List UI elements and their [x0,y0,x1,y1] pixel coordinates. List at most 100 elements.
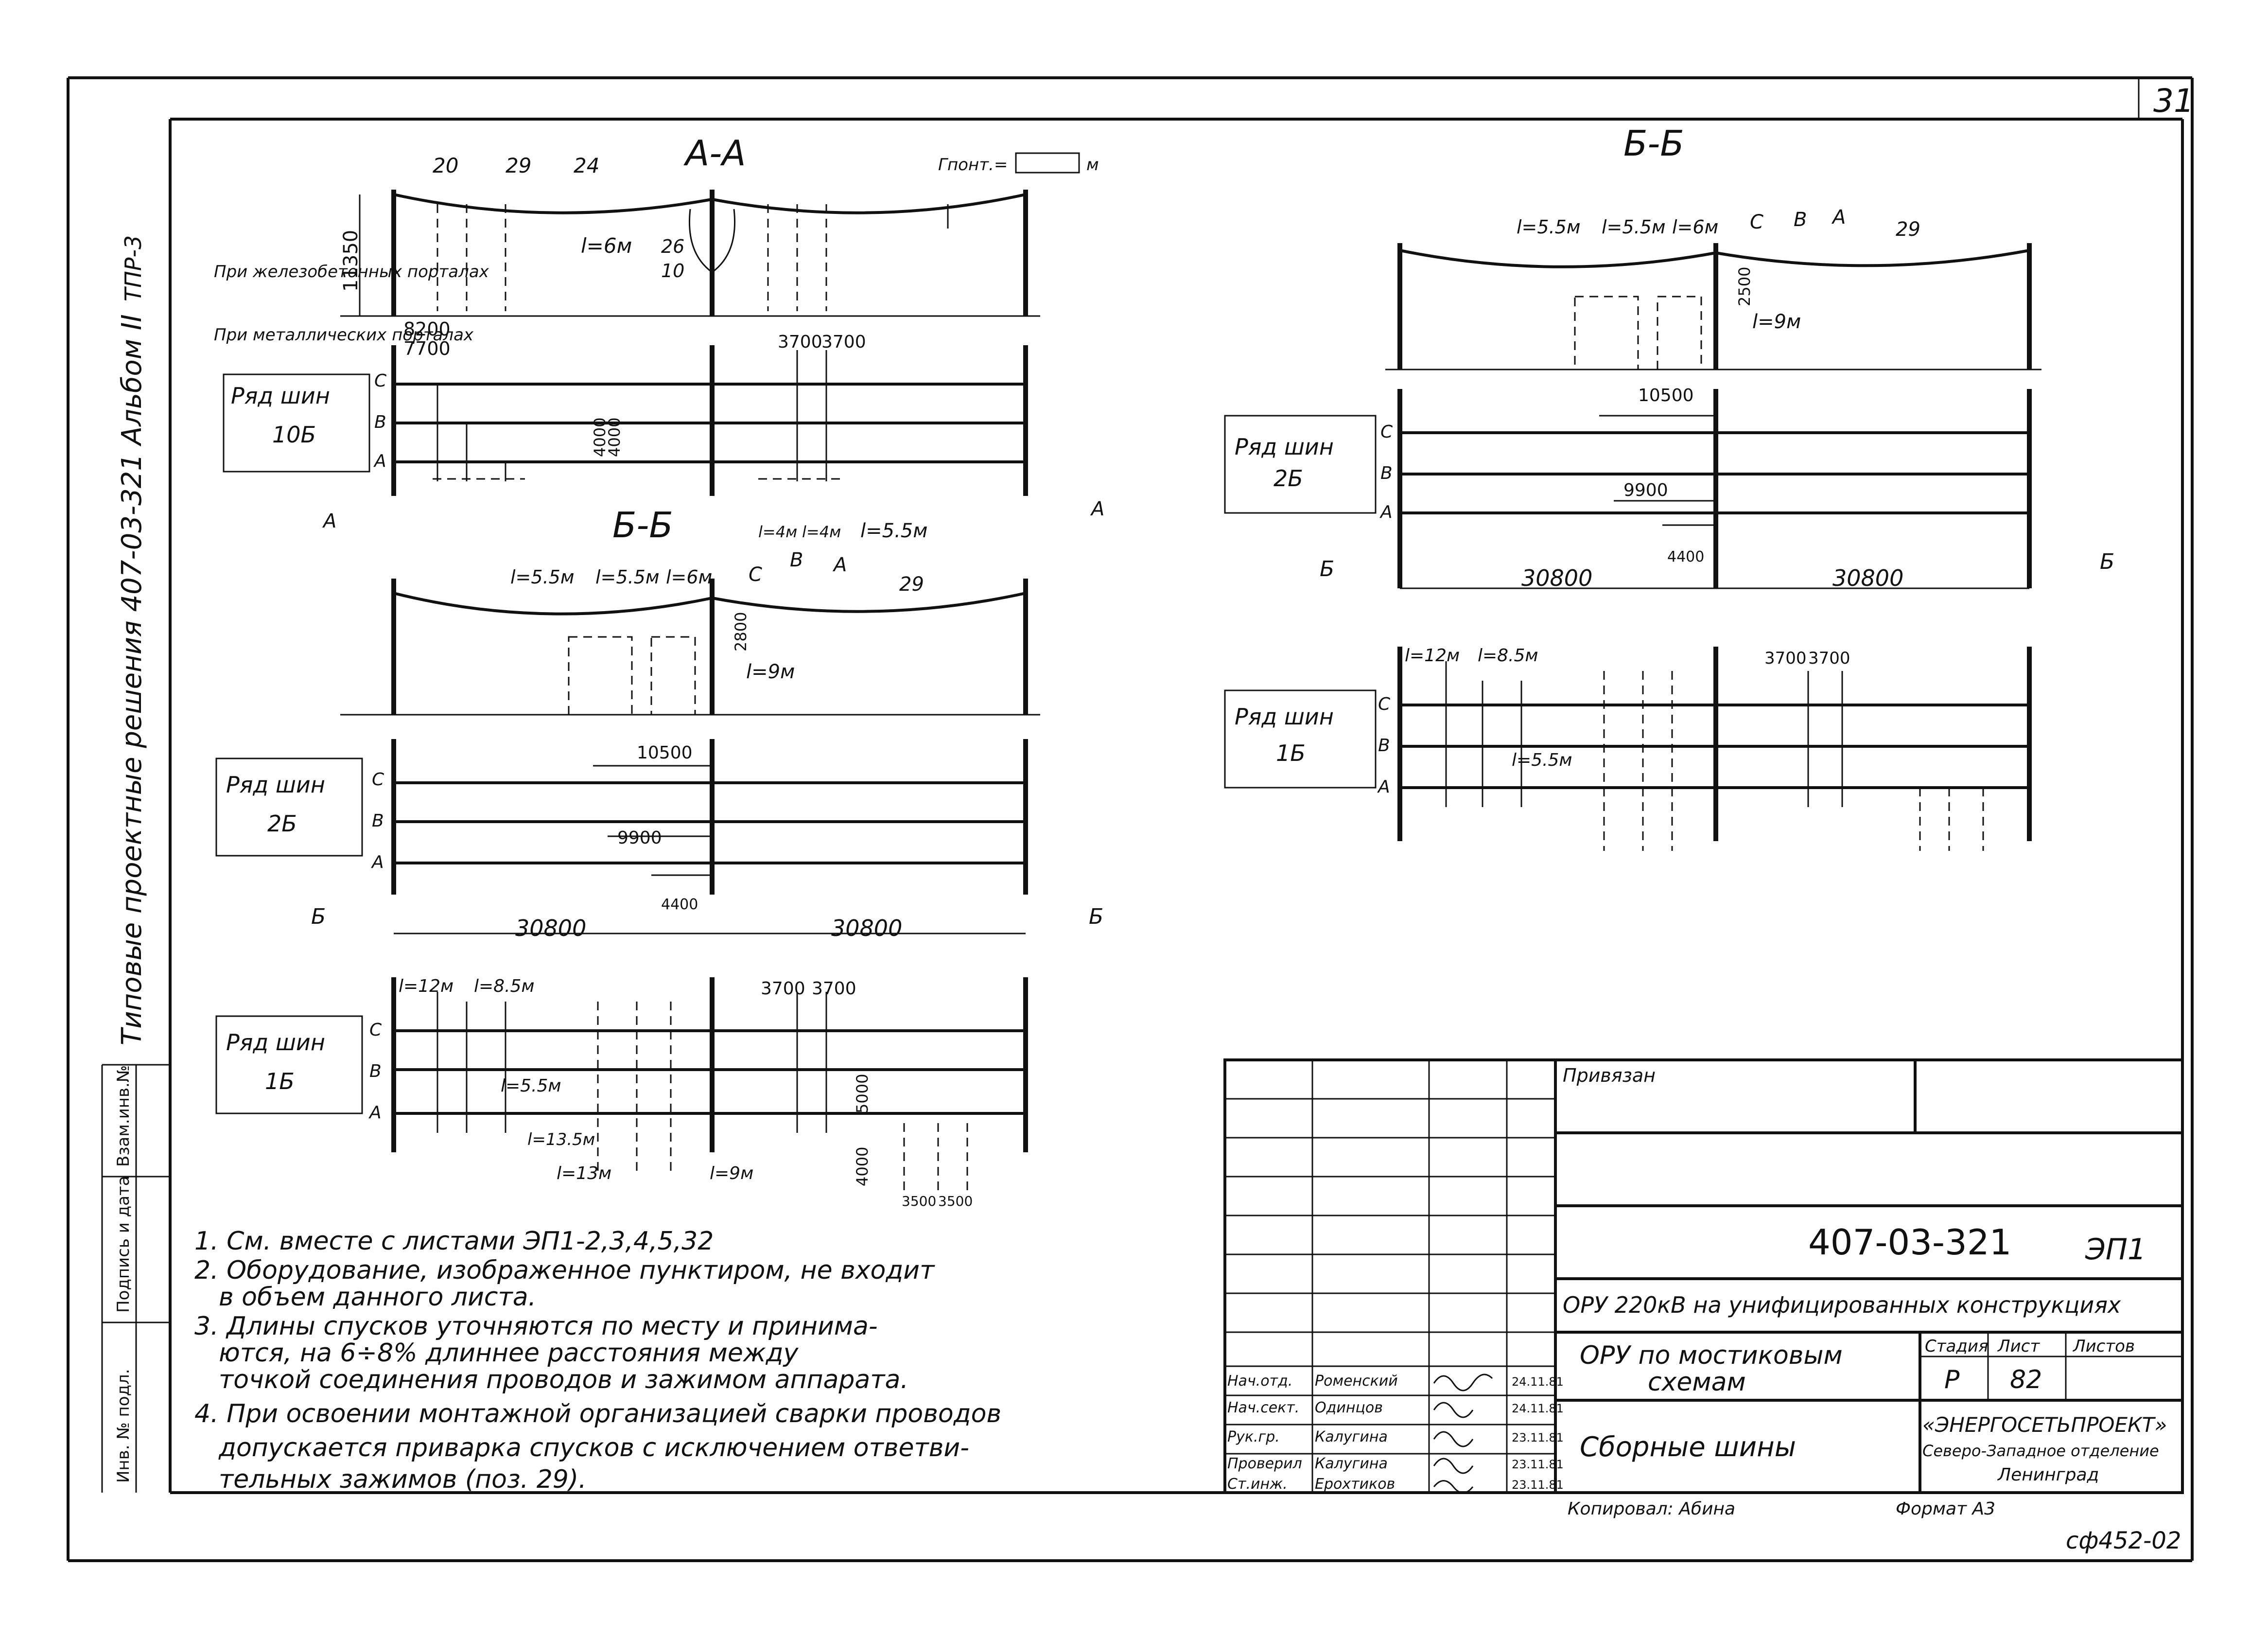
row2b-left-title-box [215,757,363,857]
row2b-left-title-2: 2Б [267,810,297,837]
row10b-length-1: l=4м [758,523,797,541]
tb-drawing: Сборные шины [1580,1431,1796,1463]
row2b-right-title-1: Ряд шин [1235,434,1334,460]
bb-right-label-b: В [1794,209,1807,231]
tb-name-2: Одинцов [1315,1399,1383,1416]
aa-span-label: l=6м [581,234,632,258]
row1b-right-title-box [1224,689,1377,789]
tb-sheet: 82 [2010,1365,2042,1394]
bb-right-label-c: С [1750,211,1763,233]
aa-note-rc: При железобетонных порталах [214,262,489,282]
aa-ground-box [1015,152,1080,174]
row10b-section-mark-left: А [322,510,336,532]
row2b-left-title-1: Ряд шин [226,772,325,798]
row1b-left-length-1: l=12м [399,976,454,996]
row2b-left-dim-span-1: 30800 [515,915,586,941]
row10b-side-dim-1: 4000 [591,418,609,457]
aa-ground-unit: м [1086,155,1099,175]
tb-org-3: Ленинград [1997,1465,2099,1485]
row1b-right-phase-c: С [1378,694,1391,714]
bb-left-lower: l=9м [746,661,795,683]
aa-title: А-А [683,133,746,174]
tb-org-1: «ЭНЕРГОСЕТЬПРОЕКТ» [1922,1413,2167,1437]
bb-left-label-b: В [790,549,803,571]
row10b-title-1: Ряд шин [231,383,330,409]
note-line-6: точкой соединения проводов и зажимом апп… [219,1365,908,1394]
aa-pos-10: 10 [661,260,684,282]
row2b-left-section-left: Б [311,904,326,929]
sheet-frame [67,76,2194,1562]
bb-right-label-2: l=5.5м [1602,216,1666,238]
bb-right-label-3: l=6м [1672,216,1718,238]
bb-left-label-29: 29 [899,573,924,596]
aa-dim-rc: 8200 [403,318,451,340]
row2b-right-title-2: 2Б [1274,465,1303,492]
tb-sheets-hdr: Листов [2072,1337,2135,1356]
row1b-left-title-2: 1Б [265,1068,295,1094]
row10b-length-2: l=4м [802,523,841,541]
row1b-left-phase-c: С [369,1020,382,1040]
row10b-side-dim-2: 4000 [605,418,624,457]
row2b-left-dim-4400: 4400 [661,896,698,913]
side-stamp-inv: Инв. № подл. [114,1369,133,1483]
row2b-right-drawing [1397,389,2032,589]
row1b-right-title-2: 1Б [1276,740,1306,766]
bb-left-label-3: l=6м [666,566,712,588]
side-stamp-replace: Взам.инв.№ [114,1065,133,1167]
tb-date-4: 23.11.81 [1512,1458,1564,1471]
tb-name-1: Роменский [1315,1373,1398,1390]
bb-left-title: Б-Б [612,505,673,546]
row10b-length-3: l=5.5м [860,520,927,542]
bb-right-lower: l=9м [1752,311,1801,333]
side-code: ТПР-3 [120,235,146,301]
note-line-9: тельных зажимов (поз. 29). [219,1465,587,1494]
row2b-right-dim-10500: 10500 [1638,386,1694,405]
note-line-1: 1. См. вместе с листами ЭП1-2,3,4,5,32 [194,1227,714,1256]
row1b-right-dim-1: 3700 [1764,649,1807,668]
tb-date-1: 24.11.81 [1512,1375,1564,1389]
tb-role-4: Проверил [1227,1455,1302,1472]
row2b-left-drawing [391,739,1028,934]
aa-ground-mark: Гпонт.= [938,155,1008,175]
bb-left-label-c: С [749,564,762,586]
row10b-phase-a: А [373,451,386,471]
row2b-left-phase-c: С [372,770,384,790]
row10b-drawing [391,345,1028,496]
tb-name-5: Ерохтиков [1315,1476,1395,1493]
copied-by: Копировал: Абина [1568,1499,1735,1519]
note-line-2: 2. Оборудование, изображенное пунктиром,… [194,1256,935,1285]
row2b-left-phase-b: В [372,811,384,831]
bb-left-label-a: А [832,554,847,576]
row2b-right-phase-a: А [1379,502,1393,522]
row2b-right-dim-span-2: 30800 [1832,565,1903,591]
row2b-right-phase-b: В [1380,463,1393,483]
tb-privyazan: Привязан [1563,1065,1656,1086]
row1b-left-dim-6: 3500 [938,1193,973,1209]
bb-left-label-2: l=5.5м [595,566,660,588]
row2b-right-title-box [1224,415,1377,514]
title-block-grid [1223,1058,2184,1494]
aa-label-24: 24 [574,154,599,177]
tb-role-2: Нач.сект. [1227,1399,1299,1416]
row1b-right-dim-2: 3700 [1808,649,1850,668]
row2b-right-section-right: Б [2100,549,2114,574]
tb-sheet-code: ЭП1 [2085,1233,2146,1267]
row1b-right-phase-b: В [1378,736,1390,756]
tb-stage-hdr: Стадия [1925,1337,1988,1356]
tb-date-5: 23.11.81 [1512,1478,1564,1492]
tb-stage: Р [1944,1365,1960,1394]
bb-right-title: Б-Б [1623,123,1684,164]
tb-project: ОРУ 220кВ на унифицированных конструкция… [1563,1292,2121,1318]
row1b-left-dim-1: 3700 [761,979,805,999]
row1b-left-title-box [215,1015,363,1114]
tb-role-5: Ст.инж. [1227,1476,1288,1493]
row1b-right-length-1: l=12м [1405,646,1460,666]
row2b-left-dim-9900: 9900 [617,828,662,848]
row10b-title-2: 10Б [272,422,316,448]
section-aa-drawing [340,190,1040,317]
note-line-3: в объем данного листа. [219,1283,536,1312]
row10b-phase-c: С [374,371,387,391]
row1b-left-length-2: l=8.5м [474,976,535,996]
row1b-right-drawing [1397,647,2032,851]
